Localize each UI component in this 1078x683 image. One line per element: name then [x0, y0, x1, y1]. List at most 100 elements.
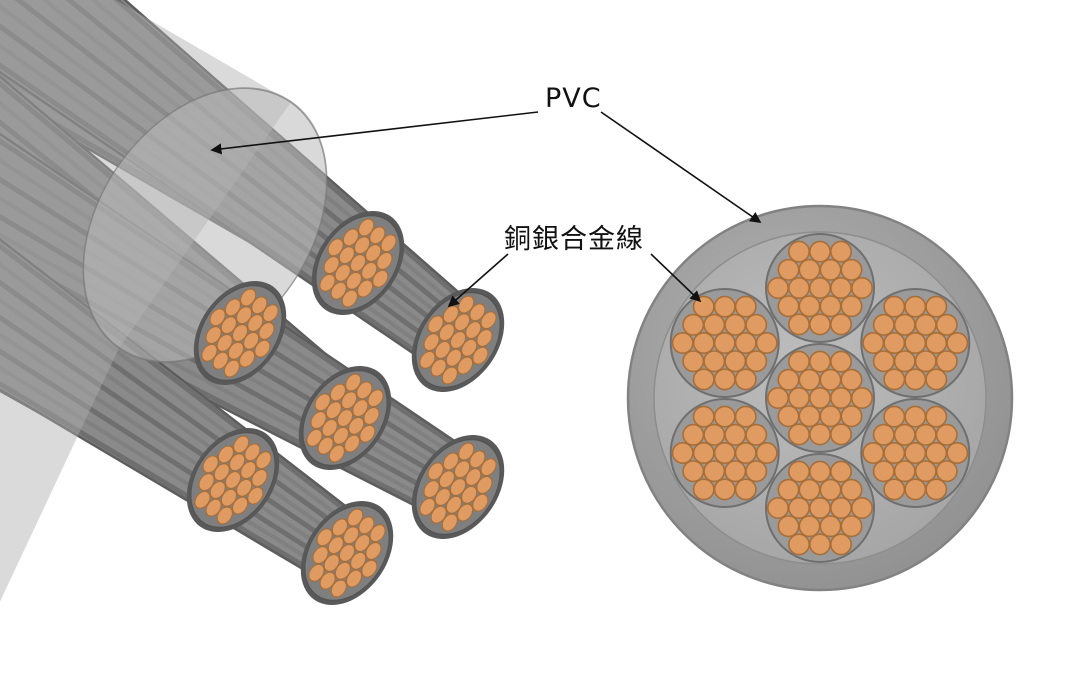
copper-strand	[914, 460, 937, 483]
copper-strand	[258, 321, 275, 340]
copper-strand	[850, 386, 873, 409]
copper-strand	[334, 263, 351, 282]
copper-strand	[682, 350, 705, 373]
copper-strand	[829, 460, 852, 483]
copper-strand	[946, 331, 969, 354]
copper-strand	[777, 368, 800, 391]
copper-strand	[441, 513, 458, 532]
copper-strand	[361, 261, 378, 280]
copper-strand	[935, 350, 958, 373]
cable-3d-view	[0, 0, 505, 605]
copper-strand	[777, 478, 800, 501]
copper-strand	[808, 496, 831, 519]
copper-strand	[359, 424, 376, 443]
copper-strand	[454, 460, 471, 479]
copper-strand	[862, 331, 885, 354]
copper-strand	[925, 478, 948, 501]
leader-alloy-to-cable	[447, 253, 509, 308]
copper-strand	[213, 463, 230, 482]
wire-bundle-cross-section	[765, 233, 875, 343]
copper-strand	[341, 391, 358, 410]
copper-strand	[724, 313, 747, 336]
wire-bundle-cut-face	[186, 428, 280, 532]
copper-strand	[209, 308, 226, 327]
copper-strand	[220, 488, 237, 507]
copper-strand	[829, 313, 852, 336]
copper-strand	[840, 368, 863, 391]
copper-strand	[840, 295, 863, 318]
copper-strand	[247, 486, 264, 505]
copper-strand	[829, 533, 852, 556]
copper-strand	[787, 276, 810, 299]
copper-strand	[935, 423, 958, 446]
leader-pvc-to-cable	[210, 111, 539, 155]
copper-strand	[325, 401, 342, 420]
copper-strand	[766, 386, 789, 409]
copper-strand	[461, 338, 478, 357]
copper-strand	[671, 331, 694, 354]
copper-strand	[330, 579, 347, 598]
copper-strand	[255, 451, 272, 470]
copper-strand	[808, 386, 831, 409]
copper-strand	[808, 276, 831, 299]
copper-strand	[356, 381, 373, 400]
copper-strand	[449, 330, 467, 350]
copper-strand	[787, 496, 810, 519]
copper-strand	[233, 435, 250, 454]
copper-strand	[342, 228, 359, 247]
copper-strand	[327, 238, 344, 257]
copper-strand	[703, 460, 726, 483]
copper-strand	[224, 470, 242, 490]
copper-strand	[787, 533, 810, 556]
copper-strand	[331, 518, 348, 537]
copper-strand	[205, 326, 222, 345]
copper-strand	[766, 496, 789, 519]
copper-strand	[914, 423, 937, 446]
copper-strand	[745, 460, 768, 483]
copper-strand	[442, 452, 459, 471]
copper-strand	[787, 350, 810, 373]
copper-strand	[317, 436, 334, 455]
copper-strand	[808, 460, 831, 483]
copper-strand	[787, 313, 810, 336]
cross-section-view	[626, 204, 1014, 592]
copper-strand	[829, 423, 852, 446]
copper-strand	[829, 496, 852, 519]
copper-strand	[883, 441, 906, 464]
copper-strand	[201, 343, 218, 362]
copper-strand	[247, 314, 264, 333]
copper-strand	[244, 443, 261, 462]
copper-strand	[787, 240, 810, 263]
copper-strand	[262, 304, 279, 323]
copper-strand	[850, 496, 873, 519]
copper-strand	[840, 405, 863, 428]
wire-bundle-cut-face	[411, 288, 505, 392]
copper-strand	[713, 405, 736, 428]
copper-strand	[703, 313, 726, 336]
copper-strand	[224, 298, 241, 317]
copper-strand	[755, 331, 778, 354]
copper-strand	[703, 423, 726, 446]
copper-strand	[840, 515, 863, 538]
copper-strand	[465, 468, 482, 487]
copper-strand	[314, 393, 331, 412]
copper-strand	[745, 423, 768, 446]
copper-strand	[354, 534, 371, 553]
copper-strand	[254, 339, 271, 358]
copper-strand	[808, 240, 831, 263]
copper-strand	[787, 460, 810, 483]
copper-strand	[338, 246, 355, 265]
copper-strand	[883, 295, 906, 318]
copper-strand	[441, 366, 458, 385]
copper-strand	[692, 405, 715, 428]
copper-strand	[350, 551, 367, 570]
copper-strand	[251, 296, 268, 315]
copper-strand	[829, 240, 852, 263]
copper-strand	[239, 349, 256, 368]
copper-strand	[332, 426, 349, 445]
copper-strand	[946, 441, 969, 464]
copper-strand	[904, 295, 927, 318]
copper-strand	[692, 478, 715, 501]
copper-strand	[216, 333, 233, 352]
